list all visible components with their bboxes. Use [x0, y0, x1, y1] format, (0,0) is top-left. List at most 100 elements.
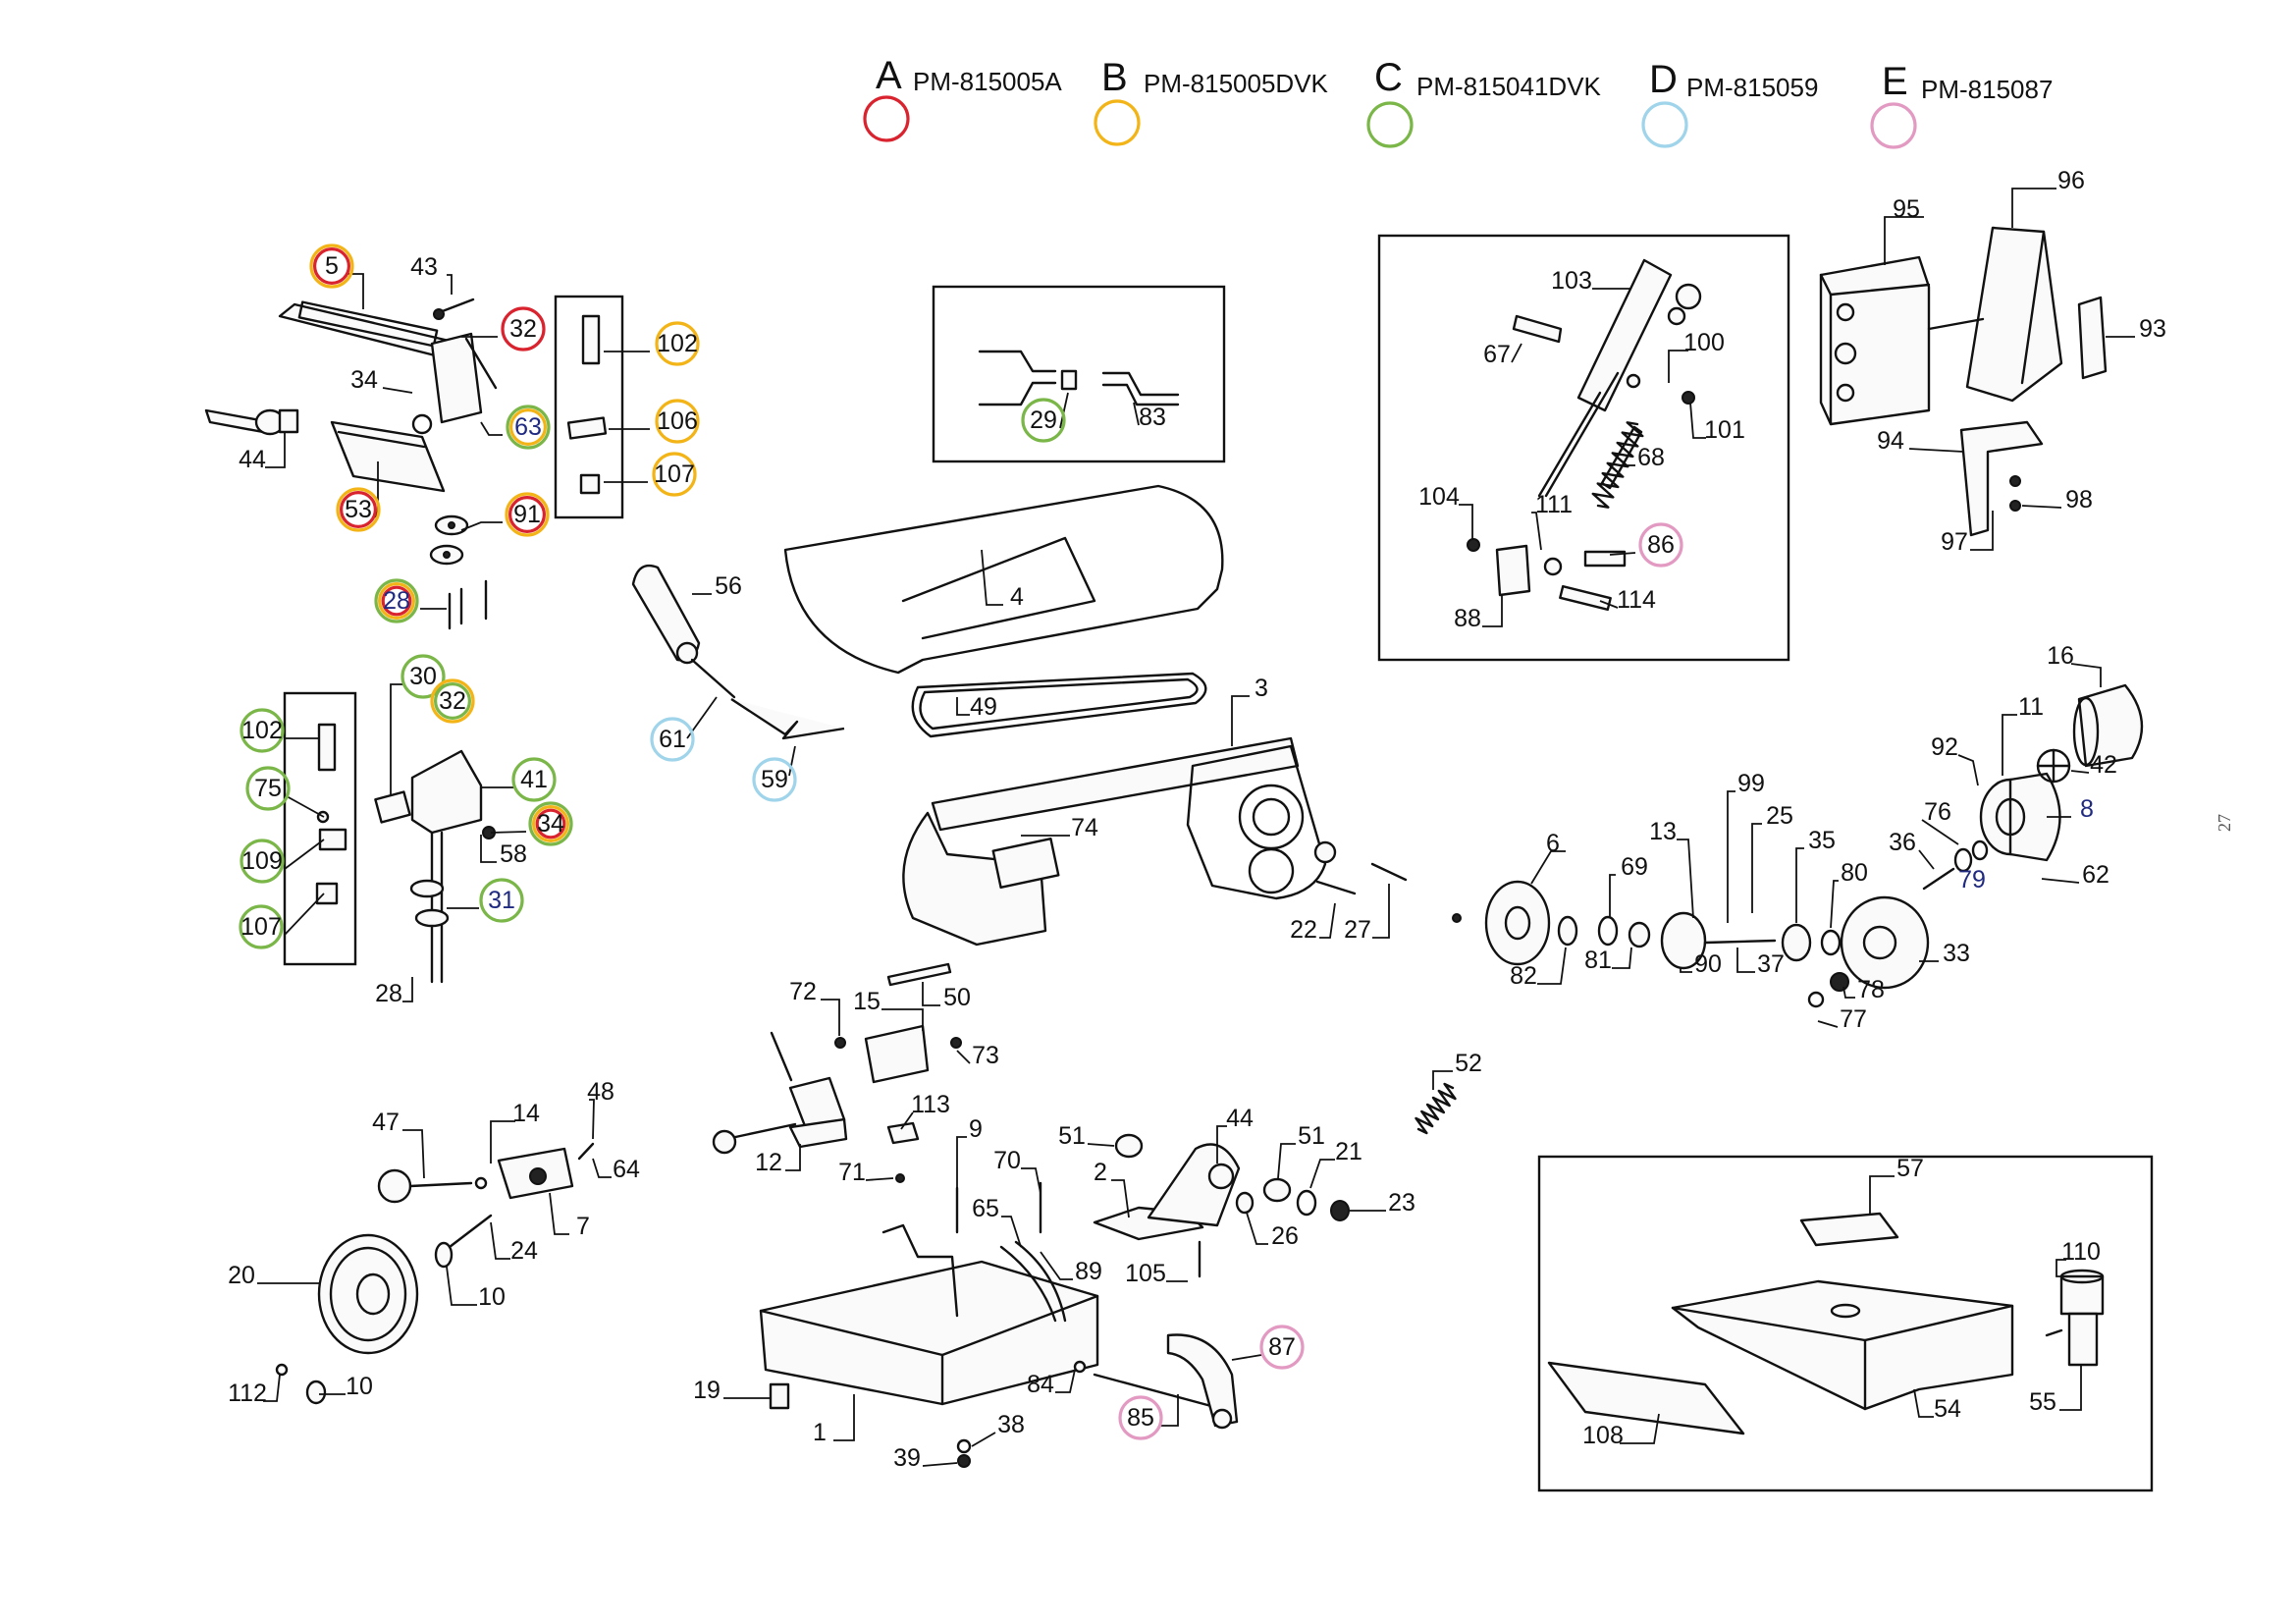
callout-number-c70: 70: [993, 1147, 1021, 1174]
callout-number-c2: 2: [1094, 1159, 1107, 1186]
callout-c20: 20: [228, 1262, 255, 1289]
callout-number-c58: 58: [500, 840, 527, 868]
callout-number-c26: 26: [1271, 1222, 1299, 1250]
callout-c29: 29: [1021, 398, 1066, 443]
callout-number-c51a: 51: [1058, 1122, 1086, 1150]
callout-number-c47: 47: [372, 1109, 400, 1136]
callout-ring-c75-c: [245, 766, 291, 811]
part-electrical-box-95: [1819, 255, 1931, 426]
callout-number-c39: 39: [893, 1444, 921, 1472]
part-lever-assembly: [1467, 258, 1702, 612]
callout-number-c7: 7: [576, 1213, 590, 1240]
part-blade-guide-arm: [278, 300, 498, 435]
callout-c26: 26: [1271, 1222, 1299, 1250]
part-spring-68: [1591, 421, 1644, 509]
callout-c84: 84: [1027, 1371, 1054, 1398]
callout-number-c34a: 34: [350, 366, 378, 394]
callout-c90: 90: [1694, 950, 1722, 978]
callout-c71: 71: [838, 1159, 866, 1186]
callout-number-c78: 78: [1857, 976, 1885, 1003]
part-pins-22-27: [1315, 862, 1408, 895]
callout-ring-c32a-a: [501, 306, 546, 352]
detail-frame-stand-assembly: [1537, 1155, 2154, 1492]
callout-number-c48: 48: [587, 1078, 614, 1106]
callout-number-c94: 94: [1877, 427, 1904, 455]
callout-c11: 11: [2018, 693, 2044, 721]
callout-c77: 77: [1840, 1005, 1867, 1033]
callout-c25: 25: [1766, 802, 1793, 830]
callout-ring-c85-e: [1118, 1395, 1163, 1440]
callout-number-c108: 108: [1582, 1422, 1624, 1449]
callout-number-c113: 113: [911, 1091, 950, 1118]
part-stand-54: [1671, 1212, 2014, 1411]
callout-number-c30: 30: [409, 663, 437, 690]
callout-number-c10a: 10: [478, 1283, 506, 1311]
callout-ring-c91-a: [507, 496, 546, 534]
callout-number-c83: 83: [1139, 404, 1166, 431]
callout-number-c27: 27: [1344, 916, 1371, 944]
callout-number-c69: 69: [1621, 853, 1648, 881]
callout-number-c106: 106: [657, 407, 698, 435]
callout-c112: 112: [228, 1380, 267, 1407]
callout-c65: 65: [972, 1195, 999, 1222]
callout-c78: 78: [1857, 976, 1885, 1003]
legend-letter-b: B: [1101, 56, 1128, 99]
callout-number-c44b: 44: [1226, 1105, 1254, 1132]
callout-number-c37: 37: [1757, 950, 1785, 978]
callout-number-c101: 101: [1704, 416, 1745, 444]
callout-c106: 106: [655, 399, 700, 444]
part-handle-93: [2077, 296, 2108, 380]
callout-c28a: 28: [374, 578, 419, 623]
part-bar-50: [886, 962, 952, 987]
legend-ring-b: [1094, 99, 1141, 146]
legend-ring-d: [1641, 101, 1688, 148]
callout-ring-c102b-c: [240, 708, 285, 753]
part-guide-block-a: [566, 314, 608, 495]
callout-c37: 37: [1757, 950, 1785, 978]
part-bolt-43: [433, 298, 475, 320]
callout-ring-c5-b: [309, 244, 354, 289]
callout-c83: 83: [1139, 404, 1166, 431]
callout-number-c82: 82: [1510, 962, 1537, 990]
callout-number-c32b: 32: [439, 687, 466, 715]
callout-c51b: 51: [1298, 1122, 1325, 1150]
part-spring-52: [1415, 1082, 1457, 1135]
part-arm-85-87: [1093, 1333, 1239, 1430]
callout-c107b: 107: [239, 904, 284, 949]
legend-letter-c: C: [1374, 56, 1403, 99]
callout-ring-c32b-b: [430, 678, 475, 724]
callout-c104: 104: [1418, 483, 1460, 511]
callout-number-c75: 75: [254, 775, 282, 802]
callout-ring-c63-c: [506, 405, 551, 450]
callout-c99: 99: [1737, 770, 1765, 797]
callout-ring-c34b-c: [528, 801, 573, 846]
callout-ring-c53-a: [340, 491, 378, 529]
callout-c102b: 102: [240, 708, 285, 753]
callout-c32b: 32: [430, 678, 475, 724]
callout-number-c87: 87: [1268, 1333, 1296, 1361]
part-bracket-94: [1959, 420, 2044, 537]
callout-c24: 24: [510, 1237, 538, 1265]
callout-number-c67: 67: [1483, 341, 1511, 368]
callout-c79: 79: [1958, 866, 1986, 893]
part-coolant-fittings-29-83: [978, 350, 1180, 406]
callout-c51a: 51: [1058, 1122, 1086, 1150]
part-base-1: [759, 1173, 1099, 1468]
callout-c22: 22: [1290, 916, 1317, 944]
callout-c105: 105: [1125, 1260, 1166, 1287]
callout-ring-c28a-c: [374, 578, 419, 623]
callout-number-c59: 59: [761, 766, 788, 793]
callout-number-c102b: 102: [241, 717, 283, 744]
part-guide-assembly-lower: [315, 723, 496, 984]
callout-c13: 13: [1649, 818, 1677, 845]
callout-c94: 94: [1877, 427, 1904, 455]
callout-ring-c109-c: [240, 839, 285, 884]
callout-number-c98: 98: [2065, 486, 2093, 514]
callout-number-c53: 53: [345, 496, 372, 523]
callout-c109: 109: [240, 839, 285, 884]
part-knob-47: [377, 1168, 488, 1204]
legend-ring-e: [1870, 102, 1917, 149]
callout-ring-c32b-c: [434, 681, 472, 720]
callout-c80: 80: [1841, 859, 1868, 887]
